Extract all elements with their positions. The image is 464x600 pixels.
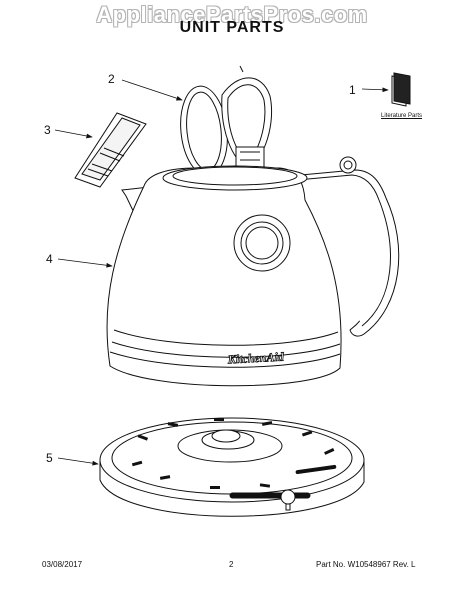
leader-line-1 — [361, 87, 389, 93]
kettle-base-icon — [99, 417, 365, 517]
watermark: AppliancePartsPros.com — [96, 2, 368, 27]
leader-line-4 — [57, 258, 113, 268]
leader-lines — [54, 79, 389, 466]
kettle-body-icon — [106, 156, 400, 387]
callout-2: 2 — [108, 72, 115, 86]
lid-assembly-icon — [180, 65, 273, 177]
filter-part-icon — [74, 112, 147, 188]
callout-3: 3 — [44, 123, 51, 137]
callout-4: 4 — [46, 252, 53, 266]
brand-logo: KitchenAid — [226, 349, 285, 366]
literature-parts-label: Literature Parts — [381, 113, 423, 119]
leader-line-3 — [54, 129, 93, 139]
footer-page-number: 2 — [229, 560, 234, 569]
footer-part-number: Part No. W10548967 Rev. L — [316, 560, 416, 569]
leader-line-2 — [121, 79, 183, 101]
leader-line-5 — [57, 457, 99, 466]
page-title: UNIT PARTS — [179, 19, 285, 36]
callout-5: 5 — [46, 451, 53, 465]
footer-date: 03/08/2017 — [42, 560, 83, 569]
callout-1: 1 — [349, 83, 356, 97]
literature-booklet-icon — [391, 72, 411, 107]
